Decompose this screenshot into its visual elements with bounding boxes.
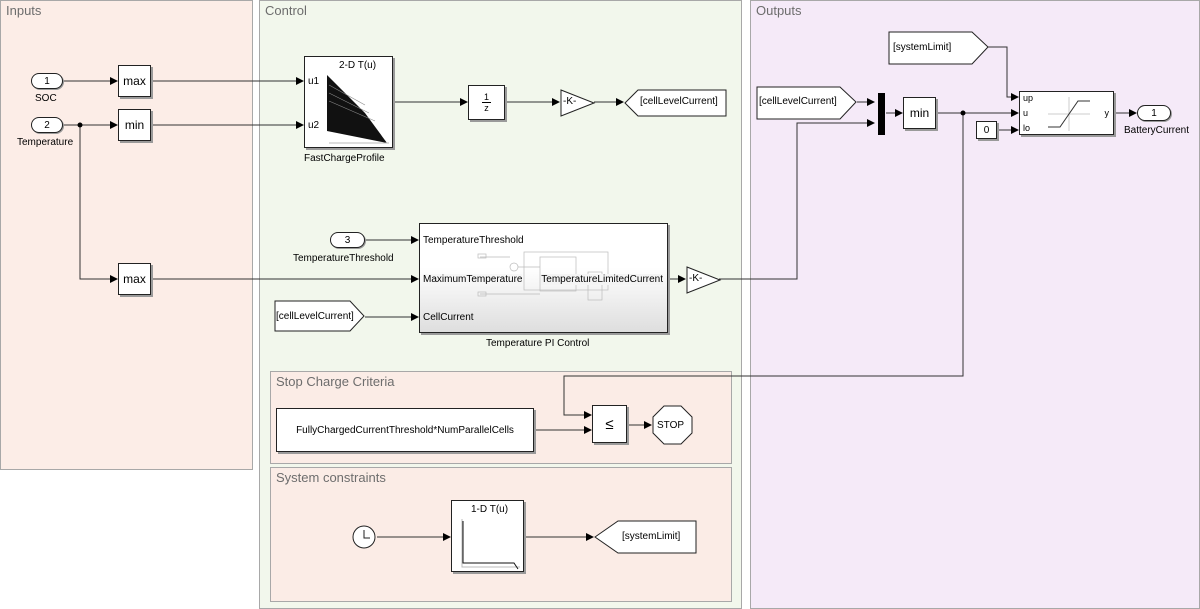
inport-temperature[interactable]: 2 (31, 117, 63, 133)
inport-temperature-threshold[interactable]: 3 (330, 232, 365, 248)
saturation-curve-icon (1048, 97, 1090, 131)
lookup-2d-label: FastChargeProfile (304, 153, 385, 164)
wire-min-stop (563, 113, 964, 419)
goto-system-limit[interactable] (594, 520, 698, 554)
branch-point (960, 110, 966, 116)
port-number: 2 (44, 119, 50, 131)
inport-soc[interactable]: 1 (31, 73, 63, 89)
outport-battery-current[interactable]: 1 (1137, 105, 1171, 121)
sat-port-u: u (1023, 108, 1029, 118)
goto-cell-level-current[interactable] (624, 89, 728, 117)
from-cell-level-current[interactable] (274, 300, 366, 332)
inport-threshold-label: TemperatureThreshold (293, 253, 394, 264)
gain-block-1[interactable] (560, 89, 596, 117)
temperature-pi-control-subsystem[interactable]: TemperatureThreshold MaximumTemperature … (419, 223, 668, 333)
from-cell-level-current-outputs[interactable] (756, 86, 858, 120)
pi-control-label: Temperature PI Control (486, 338, 590, 349)
block-label: min (909, 106, 930, 120)
sat-port-y: y (1104, 108, 1110, 118)
stop-label: STOP (657, 420, 685, 431)
constant-zero[interactable]: 0 (976, 121, 997, 139)
inport-soc-label: SOC (35, 93, 57, 104)
lookup-1d-block[interactable]: 1-D T(u) (451, 500, 524, 572)
block-label: max (123, 272, 146, 286)
lookup-1d-title: 1-D T(u) (471, 504, 509, 515)
pi-port-maximum-temperature: MaximumTemperature (423, 274, 523, 285)
surface-plot-icon (327, 75, 389, 144)
port-u2-label: u2 (308, 120, 320, 131)
from-cell-label: [cellLevelCurrent] (276, 311, 354, 322)
wire-temp-max (79, 125, 118, 283)
constant-fully-charged-threshold[interactable]: FullyChargedCurrentThreshold*NumParallel… (276, 408, 534, 452)
block-label: max (123, 74, 146, 88)
saturation-dynamic-block[interactable]: up u lo y (1019, 91, 1114, 135)
max-block-soc[interactable]: max (118, 65, 151, 97)
from-cell-outputs-label: [cellLevelCurrent] (759, 96, 837, 107)
constant-value: 0 (983, 124, 990, 136)
lookup-2d-block[interactable]: 2-D T(u) u1 u2 (304, 56, 393, 148)
gain-2-label: -K- (689, 273, 703, 284)
sat-port-lo: lo (1023, 123, 1031, 133)
unit-delay-numerator: 1 (481, 91, 491, 103)
block-label: min (124, 118, 145, 132)
mux-block[interactable] (878, 93, 885, 135)
wire-gain-mux (719, 119, 875, 280)
area-title-outputs: Outputs (756, 3, 802, 18)
lookup-curve-icon (461, 519, 520, 570)
unit-delay-block[interactable]: 1 z (468, 85, 505, 120)
relational-operator-block[interactable]: ≤ (592, 405, 627, 443)
area-title-control: Control (265, 3, 307, 18)
unit-delay-denominator: z (484, 102, 489, 113)
gain-1-label: -K- (563, 96, 577, 107)
lookup-2d-title: 2-D T(u) (339, 60, 377, 71)
pi-port-temperature-threshold: TemperatureThreshold (423, 235, 524, 246)
goto-cell-label: [cellLevelCurrent] (640, 96, 718, 107)
stop-simulation-block[interactable] (652, 405, 694, 445)
clock-icon[interactable] (351, 524, 377, 550)
port-number: 1 (1151, 107, 1157, 119)
goto-system-limit-label: [systemLimit] (622, 531, 681, 542)
min-block-temperature[interactable]: min (118, 109, 151, 141)
area-title-inputs: Inputs (6, 3, 42, 18)
sat-port-up: up (1023, 93, 1034, 103)
from-system-limit-label: [systemLimit] (893, 42, 952, 53)
min-block-outputs[interactable]: min (903, 97, 936, 129)
port-number: 3 (344, 234, 351, 246)
branch-point (77, 122, 83, 128)
relational-operator-symbol: ≤ (605, 415, 614, 433)
area-title-system-constraints: System constraints (276, 470, 386, 485)
pi-port-temperature-limited-current: TemperatureLimitedCurrent (541, 274, 663, 285)
port-u1-label: u1 (308, 76, 320, 87)
inport-temperature-label: Temperature (17, 137, 74, 148)
from-system-limit[interactable] (888, 31, 990, 65)
outport-battery-current-label: BatteryCurrent (1124, 125, 1190, 136)
port-number: 1 (44, 75, 50, 87)
wire-limit-up (988, 46, 1019, 101)
area-title-stop-charge: Stop Charge Criteria (276, 374, 395, 389)
pi-port-cell-current: CellCurrent (423, 312, 474, 323)
max-block-temperature[interactable]: max (118, 263, 151, 295)
gain-block-2[interactable] (686, 266, 722, 294)
constant-expression: FullyChargedCurrentThreshold*NumParallel… (296, 424, 514, 436)
